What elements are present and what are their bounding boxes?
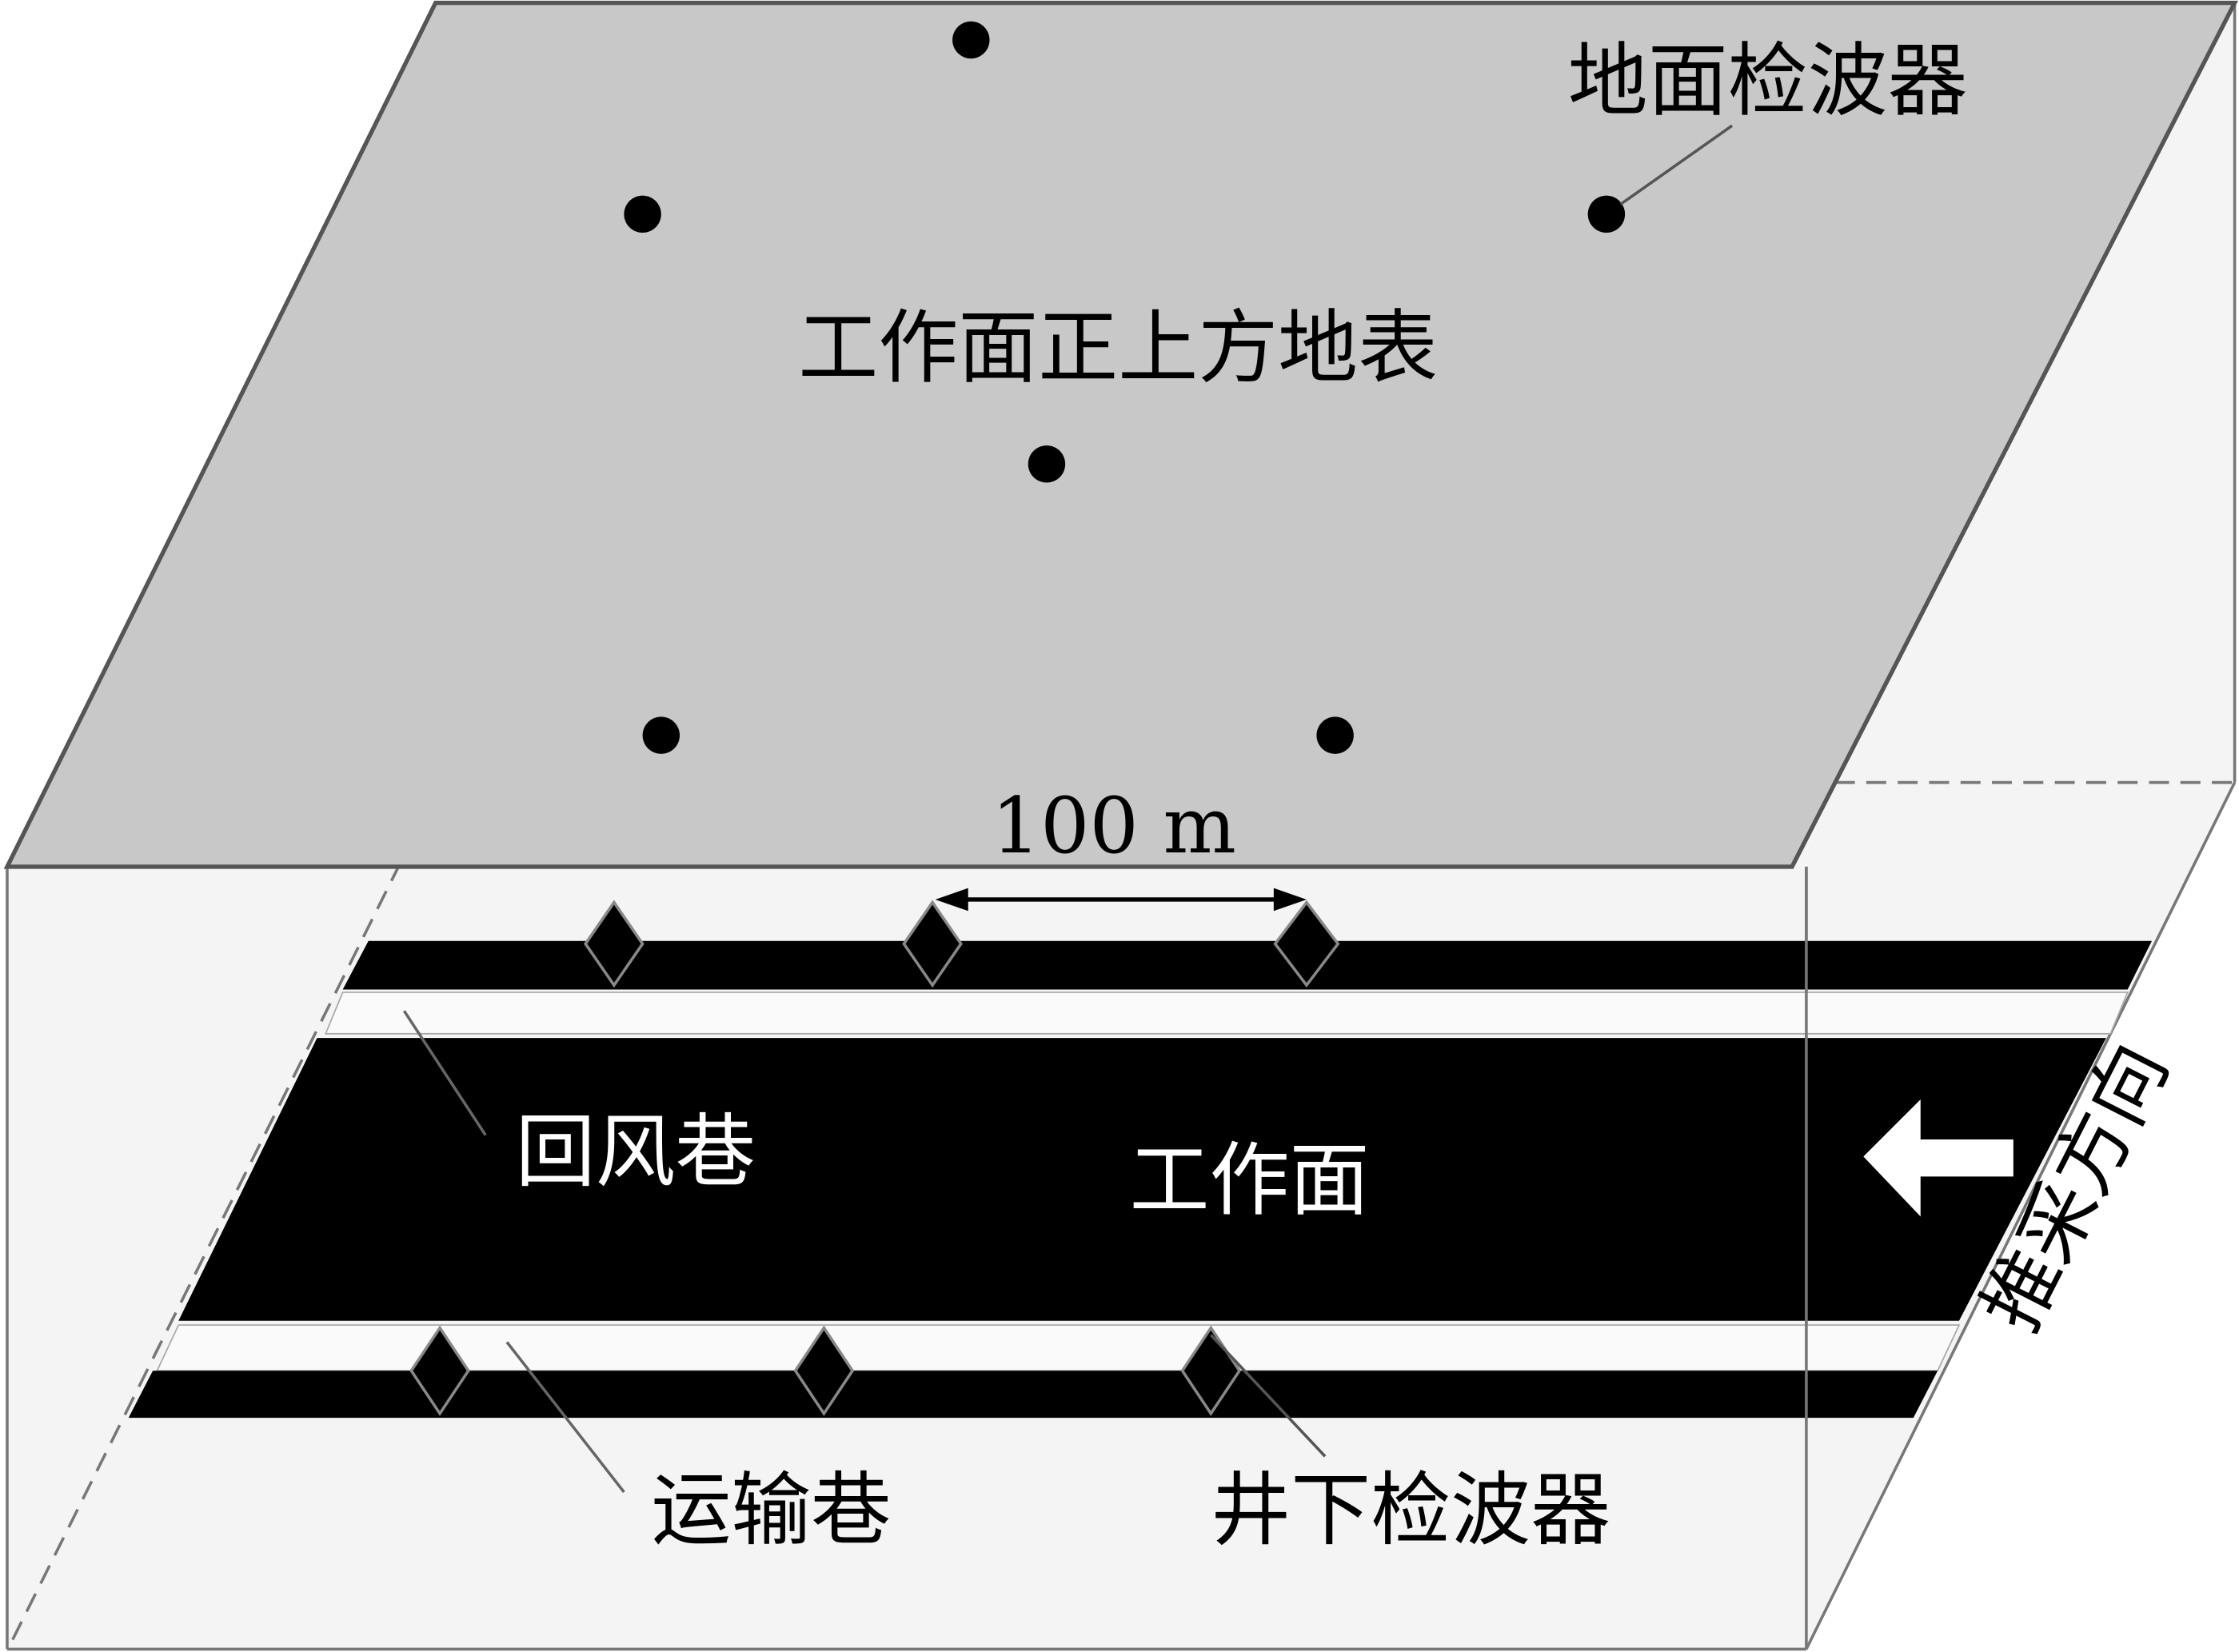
working-face-label: 工作面 [1130, 1134, 1370, 1227]
leader-line [1619, 124, 1734, 206]
arrowhead-right [1273, 888, 1307, 912]
arrowhead-left [935, 888, 968, 912]
leader-line [505, 1341, 625, 1494]
haulage-roadway [128, 1371, 1938, 1419]
leader-line [1209, 1334, 1327, 1458]
surface-geophone-dot [1587, 195, 1626, 233]
surface-geophone-dot [1316, 716, 1354, 754]
surface-geophones [624, 21, 1626, 754]
roadway-gap [324, 992, 2129, 1035]
underground-geophone-marker [793, 1325, 855, 1417]
return-airway [342, 940, 2153, 990]
surface-geophone-dot [1028, 445, 1066, 483]
box-edge [1805, 781, 2237, 1650]
haulage-roadway-label: 运输巷 [651, 1463, 891, 1557]
underground-geophone-label: 井下检波器 [1211, 1463, 1610, 1557]
surface-geophone-label: 地面检波器 [1568, 34, 1968, 128]
underground-geophone-marker [583, 900, 645, 988]
surface-geophone-dot [642, 716, 680, 754]
underground-geophone-marker [409, 1325, 470, 1417]
underground-geophones [409, 900, 1340, 1417]
working-face [178, 1038, 2106, 1321]
return-airway-label: 回风巷 [516, 1105, 756, 1199]
underground-geophone-marker [902, 900, 963, 988]
surface-plane [3, 0, 2238, 869]
surface-geophone-dot [952, 21, 990, 59]
mining-direction-arrow-icon [1863, 1099, 2014, 1217]
surface-above-face-label: 工作面正上方地表 [798, 301, 1438, 395]
leader-line [402, 1010, 487, 1136]
spacing-label: 100 m [992, 781, 1236, 871]
surface-geophone-dot [624, 195, 661, 233]
underground-geophone-marker [1273, 900, 1340, 988]
